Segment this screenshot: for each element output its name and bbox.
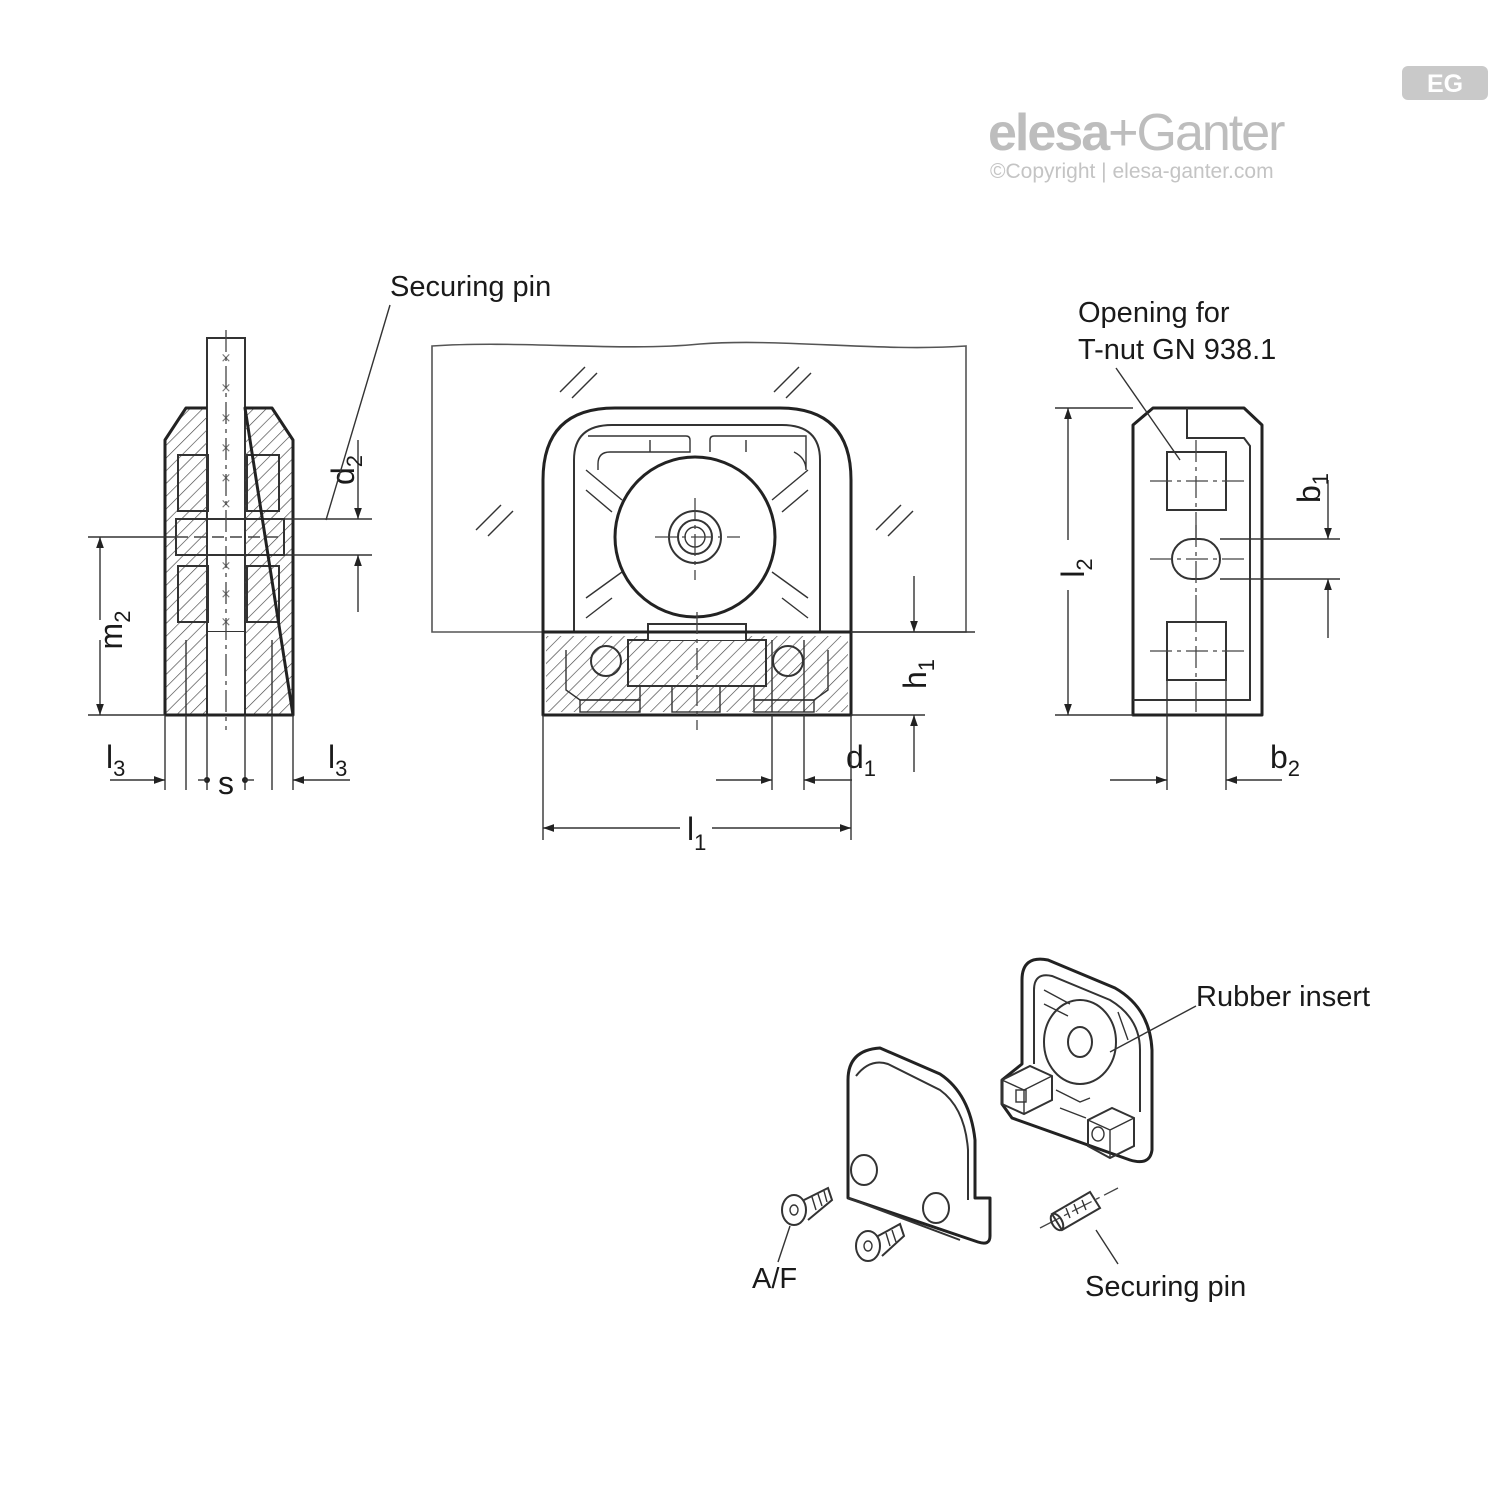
dim-l3-right-sub: 3	[335, 756, 347, 781]
label-securing-pin-top: Securing pin	[390, 271, 551, 303]
dim-b2: b2	[1270, 739, 1300, 781]
label-opening-line1: Opening for	[1078, 297, 1230, 329]
front-view-dimensions: h1 d1 l1	[542, 576, 975, 855]
svg-text:elesa+Ganter: elesa+Ganter	[988, 104, 1285, 162]
dim-h1: h1	[897, 659, 939, 689]
brand-name-ganter: Ganter	[1137, 104, 1286, 162]
side-section-view: ××× ××× ×××	[163, 330, 295, 730]
label-opening-line2: T-nut GN 938.1	[1078, 334, 1276, 366]
dim-s: s	[218, 765, 234, 801]
side-view-dimensions: d2 m2 l3 s l3	[88, 440, 372, 801]
dim-d1-sub: 1	[864, 756, 876, 781]
eg-badge-icon: EG	[1402, 66, 1488, 100]
label-rubber-insert: Rubber insert	[1196, 981, 1370, 1013]
dim-b1: b1	[1291, 473, 1333, 503]
brand-plus: +	[1108, 104, 1136, 162]
dim-l3-left-base: l	[106, 739, 113, 775]
dim-m2-sub: 2	[110, 611, 135, 623]
label-af: A/F	[752, 1263, 797, 1295]
dim-l3-right: l3	[328, 739, 347, 781]
dim-l2-sub: 2	[1072, 558, 1097, 570]
svg-text:×: ×	[221, 381, 232, 396]
dim-h1-sub: 1	[914, 659, 939, 671]
dim-l1-base: l	[687, 811, 694, 847]
dim-b1-sub: 1	[1308, 473, 1333, 485]
exploded-isometric-view: Rubber insert A/F Securing pin	[752, 957, 1370, 1303]
countersunk-screw-1	[781, 1186, 834, 1226]
copyright-text: ©Copyright | elesa-ganter.com	[990, 160, 1274, 183]
dim-l2-base: l	[1055, 571, 1091, 578]
dim-l3-right-base: l	[328, 739, 335, 775]
dim-l1: l1	[687, 811, 706, 855]
opening-tnut-callout: Opening for T-nut GN 938.1	[1078, 297, 1276, 461]
clamp-body	[1000, 957, 1154, 1164]
dim-d2-base: d	[325, 467, 361, 485]
dim-b2-base: b	[1270, 739, 1288, 775]
label-securing-pin-bottom: Securing pin	[1085, 1271, 1246, 1303]
dim-l3-left-sub: 3	[113, 756, 125, 781]
dim-b1-base: b	[1291, 485, 1327, 503]
securing-pin-callout-top: Securing pin	[325, 271, 551, 521]
dim-m2-base: m	[93, 623, 129, 650]
dim-l2: l2	[1055, 558, 1097, 577]
dim-l1-sub: 1	[694, 830, 706, 855]
brand-logo: EG elesa+Ganter ©Copyright | elesa-gante…	[988, 66, 1488, 183]
dim-b2-sub: 2	[1288, 756, 1300, 781]
brand-name-elesa: elesa	[988, 104, 1111, 162]
dim-d1-base: d	[846, 739, 864, 775]
dim-m2: m2	[93, 611, 135, 650]
securing-pin	[1039, 1187, 1119, 1232]
dim-d2: d2	[325, 455, 367, 485]
eg-badge-text: EG	[1427, 70, 1463, 98]
dim-h1-base: h	[897, 671, 933, 689]
rear-view	[1131, 406, 1264, 717]
dim-l3-left: l3	[106, 739, 125, 781]
cover-cap	[846, 1046, 992, 1245]
front-view	[431, 341, 967, 730]
countersunk-screw-2	[855, 1222, 906, 1262]
dim-d2-sub: 2	[342, 455, 367, 467]
rear-view-dimensions: l2 b1 b2	[1055, 407, 1340, 790]
glass-panel-front	[431, 341, 967, 633]
